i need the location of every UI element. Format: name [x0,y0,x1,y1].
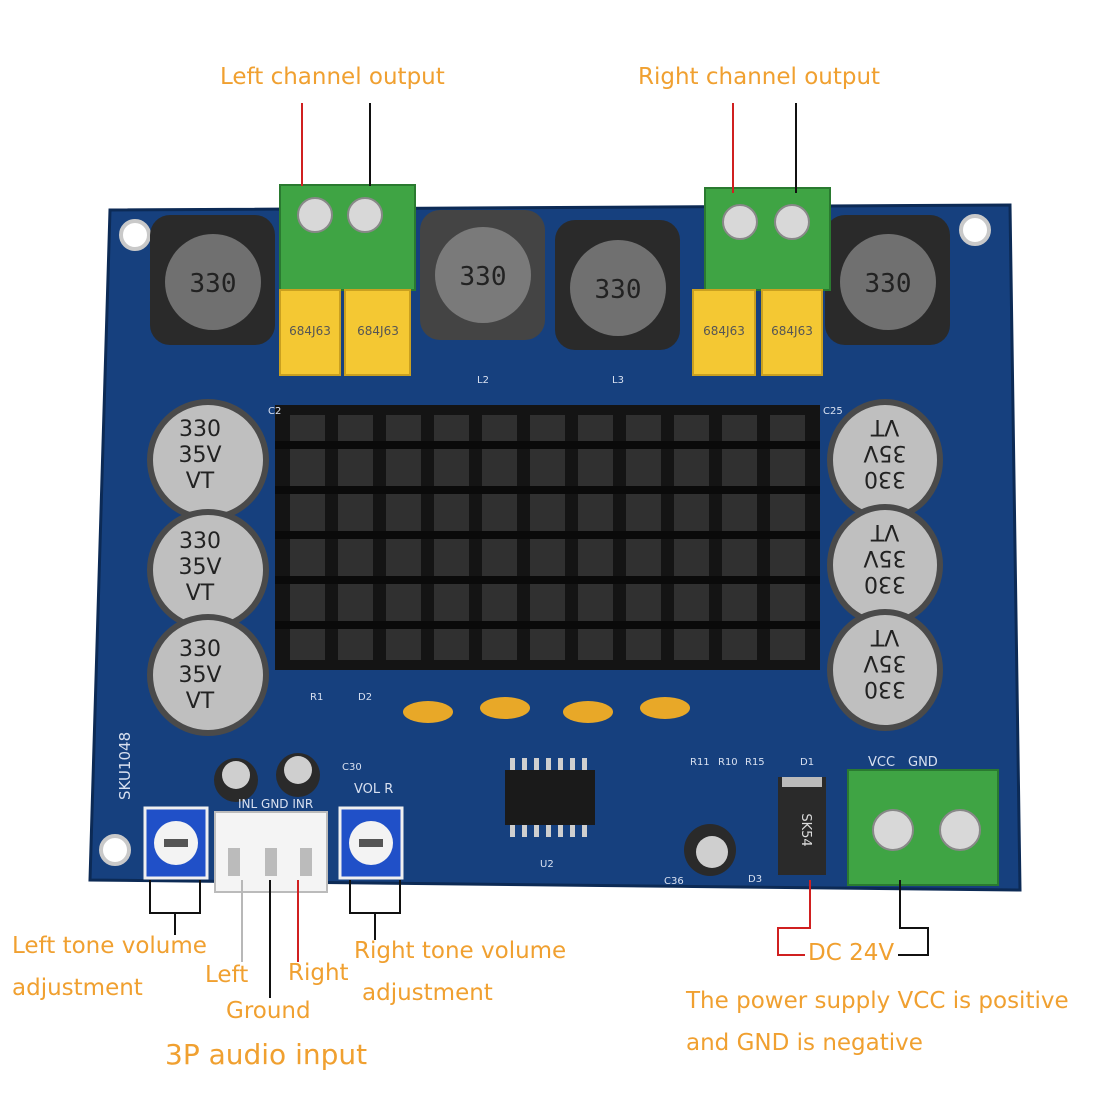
left-tone-bracket [149,880,201,914]
cap-value: 330 [864,466,906,491]
mounting-hole-tr [959,214,991,246]
audio-input-connector [214,811,328,893]
cap-series: VT [186,581,215,606]
dc-voltage-label: DC 24V [808,940,895,966]
cap-value: 330 [864,571,906,596]
right-tone-volume-label: Right tone volume [354,938,567,964]
inductor-marking: 330 [460,262,507,292]
ceramic-capacitors [403,697,690,723]
potentiometers [143,806,404,880]
silkscreen-c25: C25 [823,406,843,417]
ground-input-label: Ground [226,998,311,1024]
cap-value: 330 [179,529,221,554]
cap-voltage: 35V [178,663,221,688]
film-cap-marking: 684J63 [703,324,745,338]
left-tone-adjustment-label: adjustment [12,975,143,1001]
cap-series: VT [186,469,215,494]
right-channel-output-label: Right channel output [638,64,881,90]
cap-series: VT [870,414,899,439]
silkscreen-c36: C36 [664,876,684,887]
power-note-line1: The power supply VCC is positive [686,988,1069,1014]
cap-value: 330 [864,676,906,701]
heatsink [275,405,820,670]
cap-series: VT [186,689,215,714]
power-terminal [847,769,999,886]
silkscreen-r1: R1 [310,692,323,703]
silkscreen-vcc: VCC [868,755,895,770]
small-capacitors [214,753,736,876]
inductors: 330 330 330 330 [150,210,950,350]
cap-voltage: 35V [178,443,221,468]
mounting-hole-tl [119,219,151,251]
left-input-label: Left [205,962,249,988]
left-tone-volume-label: Left tone volume [12,933,207,959]
silkscreen-d1: D1 [800,757,814,768]
silkscreen-r15: R15 [745,757,765,768]
silkscreen-l2: L2 [477,375,489,386]
right-tone-adjustment-label: adjustment [362,980,493,1006]
right-input-label: Right [288,960,349,986]
mounting-hole-bl [99,834,131,866]
rectifier-marking: SK54 [798,813,813,846]
silkscreen-c2: C2 [268,406,281,417]
rectifier-diode: SK54 [778,777,826,875]
cap-voltage: 35V [178,555,221,580]
dc-negative-line [898,880,929,956]
inductor-marking: 330 [865,269,912,299]
silkscreen-d3: D3 [748,874,762,885]
silkscreen-gnd: GND [908,755,938,770]
cap-series: VT [870,624,899,649]
inductor-marking: 330 [595,275,642,305]
silkscreen-c30: C30 [342,762,362,773]
inductor-marking: 330 [190,269,237,299]
cap-series: VT [870,519,899,544]
output-terminals [279,184,831,291]
film-cap-marking: 684J63 [289,324,331,338]
left-channel-output-label: Left channel output [220,64,445,90]
power-note-line2: and GND is negative [686,1030,923,1056]
cap-voltage: 35V [863,440,906,465]
board-sku: SKU1048 [116,732,134,800]
cap-voltage: 35V [863,545,906,570]
cap-voltage: 35V [863,650,906,675]
ic-chip [505,758,595,837]
silkscreen-r10: R10 [718,757,738,768]
audio-input-label: 3P audio input [165,1038,368,1071]
film-capacitors [279,289,823,376]
silkscreen-l3: L3 [612,375,624,386]
electrolytic-capacitors [147,399,943,736]
silkscreen-r11: R11 [690,757,710,768]
dc-positive-line [777,880,811,956]
callout-lines [149,103,929,998]
cap-value: 330 [179,417,221,442]
film-cap-marking: 684J63 [357,324,399,338]
silkscreen-input-pins: INL GND INR [238,797,313,811]
cap-value: 330 [179,637,221,662]
silkscreen-u2: U2 [540,859,554,870]
right-tone-bracket [349,880,401,914]
silkscreen-d2: D2 [358,692,372,703]
silkscreen-vol-r: VOL R [354,782,393,797]
film-cap-marking: 684J63 [771,324,813,338]
